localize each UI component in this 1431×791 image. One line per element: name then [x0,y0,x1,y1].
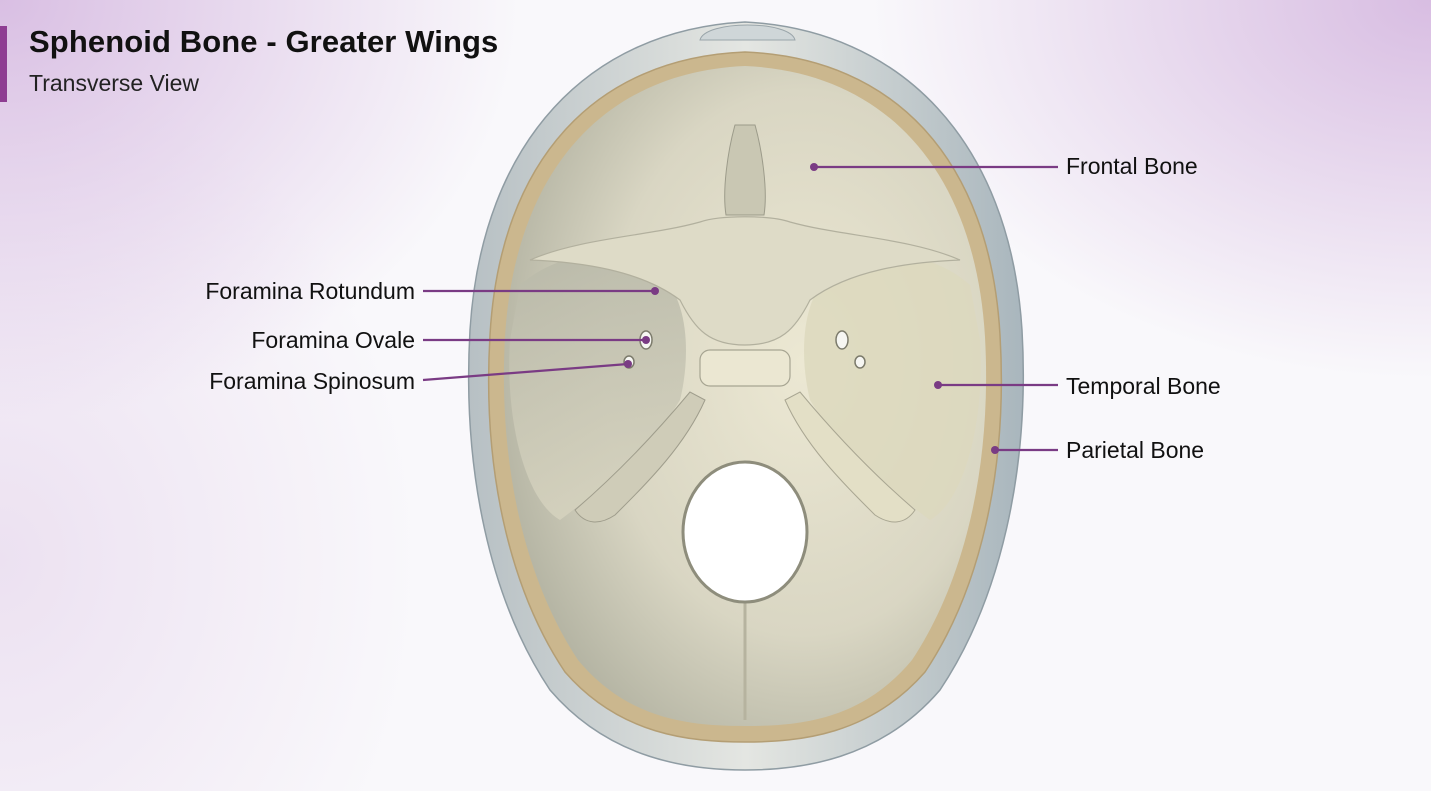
crista-galli [724,124,766,216]
right-petrous-ridge [784,391,916,523]
label-frontal-bone: Frontal Bone [1066,153,1198,179]
right-middle-fossa [804,255,981,520]
foramen-spinosum-right [854,355,866,369]
foramen-ovale-right [835,330,849,350]
left-petrous-ridge [574,391,706,523]
cranial-floor [503,66,987,726]
label-foramina-spinosum: Foramina Spinosum [209,368,415,394]
leader-dot-temporal [934,381,942,389]
sella-turcica [699,349,791,387]
label-temporal-bone: Temporal Bone [1066,373,1221,399]
page-subtitle: Transverse View [29,70,200,96]
label-parietal-bone: Parietal Bone [1066,437,1205,463]
label-foramina-rotundum: Foramina Rotundum [205,278,415,304]
page-title: Sphenoid Bone - Greater Wings [29,24,499,59]
leader-dot-ovale [642,336,650,344]
foramen-magnum [681,460,809,604]
label-foramina-ovale: Foramina Ovale [251,327,415,353]
sphenoid-wings [529,216,961,346]
leader-dot-spinosum [624,360,632,368]
leader-dot-parietal [991,446,999,454]
title-accent-bar [0,26,7,102]
skull-top-stub [699,24,796,41]
leader-dot-frontal [810,163,818,171]
leader-line-spinosum [422,362,629,382]
leader-dot-rotundum [651,287,659,295]
left-middle-fossa [509,255,686,520]
